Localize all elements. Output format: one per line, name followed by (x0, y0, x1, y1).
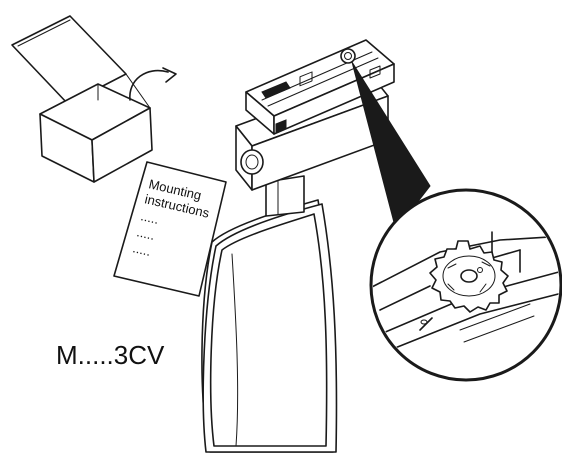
detail-magnifier (369, 188, 562, 382)
sheet-dots-2: ..... (135, 224, 156, 243)
spotlight-icon (201, 175, 338, 453)
curved-arrow-icon (129, 67, 177, 101)
track-adapter-icon (235, 39, 395, 191)
sheet-dots-1: ..... (139, 208, 160, 227)
gear-icon (429, 240, 509, 313)
open-box-icon (11, 15, 153, 183)
document-icon: Mounting instructions ..... ..... ..... (113, 161, 227, 297)
model-label: M.....3CV (56, 340, 165, 370)
sheet-dots-3: ..... (131, 240, 152, 259)
